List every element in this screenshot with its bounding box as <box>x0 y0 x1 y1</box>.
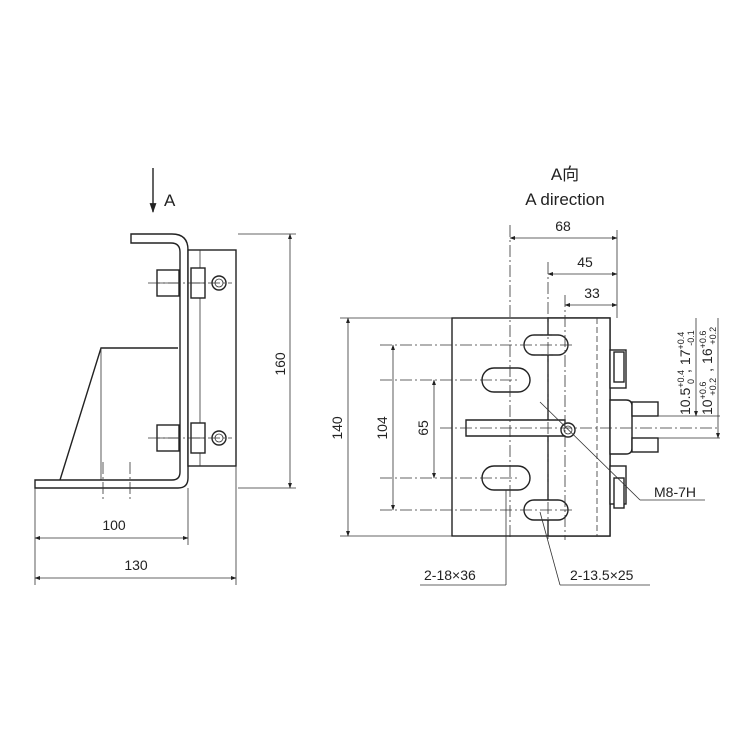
thread-leader <box>539 401 641 501</box>
dim-33: 33 <box>584 285 600 301</box>
dim-68: 68 <box>555 218 571 234</box>
upper-stud <box>613 351 625 383</box>
upper-bolt <box>148 267 232 299</box>
lower-bolt <box>148 422 232 454</box>
dim-inner-width: 100 <box>102 517 126 533</box>
lower-stud <box>613 477 625 509</box>
tolerance-line-1: 10.5+0.40,17+0.4-0.1 <box>676 330 696 415</box>
dim-overall-width: 130 <box>124 557 148 573</box>
view-title-cn: A向 <box>551 165 579 184</box>
dim-45: 45 <box>577 254 593 270</box>
front-view: A向 A direction <box>329 165 720 586</box>
dim-height: 160 <box>272 352 288 376</box>
small-slots-label: 2-13.5×25 <box>570 567 634 583</box>
gusset-rib <box>59 347 178 481</box>
dim-104: 104 <box>374 416 390 440</box>
view-arrow-label: A <box>164 191 176 210</box>
thread-label: M8-7H <box>654 484 696 500</box>
dim-140: 140 <box>329 416 345 440</box>
small-slots-leader <box>539 511 561 586</box>
view-title-en: A direction <box>525 190 604 209</box>
dim-65: 65 <box>415 420 431 436</box>
side-view: A <box>34 168 296 585</box>
large-slots-label: 2-18×36 <box>424 567 476 583</box>
angle-bracket-profile <box>34 233 189 489</box>
tolerance-line-2: 10+0.6+0.2,16+0.6+0.2 <box>698 327 718 415</box>
